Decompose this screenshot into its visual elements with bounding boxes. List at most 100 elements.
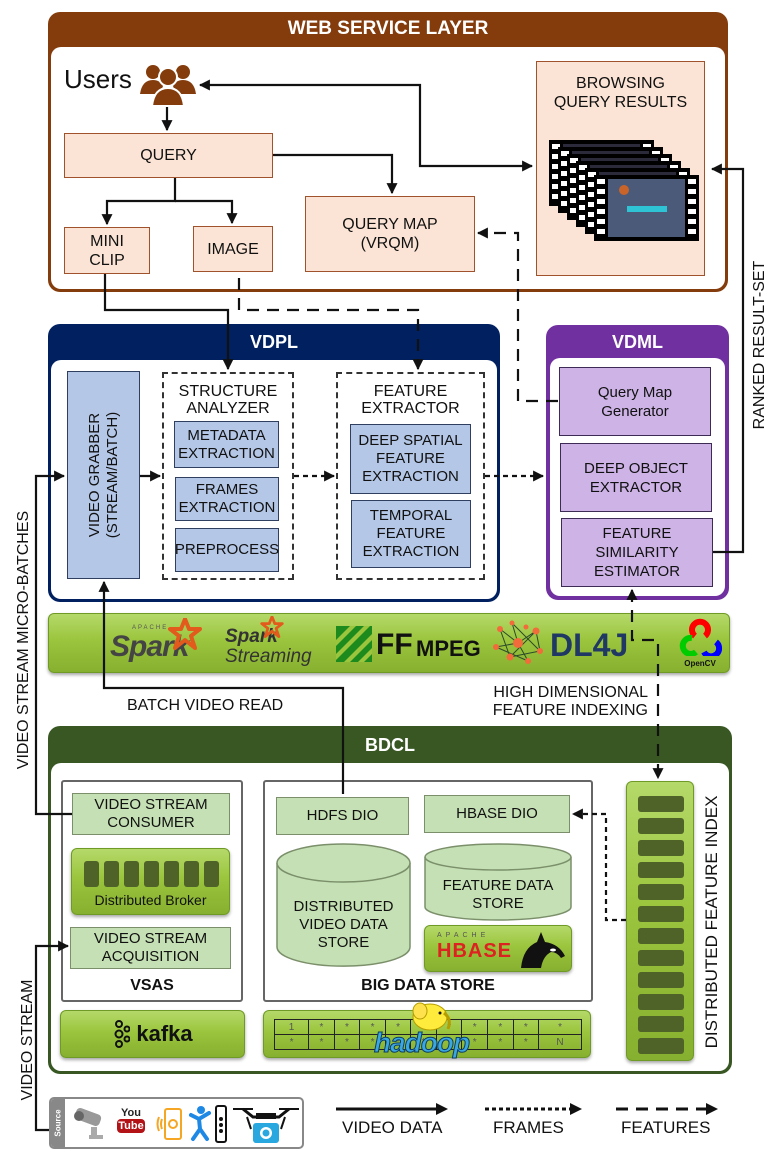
- feature-index-cell: [638, 796, 684, 812]
- deep-spatial-feature-box: DEEP SPATIAL FEATURE EXTRACTION: [350, 424, 471, 494]
- broker-partition-cell: [144, 861, 159, 887]
- broker-partition-cell: [124, 861, 139, 887]
- legend: VIDEO DATA FRAMES FEATURES: [330, 1100, 730, 1150]
- kafka-icon: [114, 1020, 131, 1048]
- spark-streaming-logo: Spark Streaming: [220, 616, 320, 670]
- kinect-sensor-icon: [215, 1105, 227, 1143]
- feature-index-cell: [638, 1038, 684, 1054]
- mini-clip-box: MINI CLIP: [64, 227, 150, 274]
- source-panel: Source You Tube: [49, 1097, 304, 1149]
- image-label: IMAGE: [207, 240, 259, 258]
- feature-index-cell: [638, 928, 684, 944]
- browsing-results-title: BROWSING QUERY RESULTS: [553, 75, 688, 111]
- high-dimensional-indexing-label: HIGH DIMENSIONAL FEATURE INDEXING: [492, 684, 648, 719]
- users-icon: [138, 60, 198, 107]
- hadoop-grid-cell: *: [384, 1034, 412, 1050]
- feature-index-cell: [638, 884, 684, 900]
- hadoop-grid-cell: *: [273, 1034, 310, 1050]
- orca-icon: [521, 932, 565, 968]
- structure-analyzer-title: STRUCTURE ANALYZER: [178, 383, 278, 417]
- legend-video-data-label: VIDEO DATA: [342, 1118, 443, 1137]
- hadoop-grid-cell: *: [333, 1034, 361, 1050]
- distributed-feature-index: [626, 781, 694, 1061]
- vdml-layer-title: VDML: [612, 332, 663, 352]
- distributed-video-data-store: DISTRIBUTED VIDEO DATA STORE: [276, 843, 411, 967]
- opencv-logo: OpenCV: [678, 618, 723, 668]
- apache-hbase-logo: APACHE HBASE: [424, 925, 572, 972]
- feature-index-cell: [638, 1016, 684, 1032]
- hbase-dio-box: HBASE DIO: [424, 795, 570, 833]
- opencv-icon: [679, 618, 723, 660]
- query-map-label: QUERY MAP: [342, 216, 438, 233]
- feature-similarity-estimator-box: FEATURE SIMILARITY ESTIMATOR: [561, 518, 713, 587]
- hadoop-grid-cell: *: [538, 1019, 582, 1035]
- query-map-box: QUERY MAP (VRQM): [305, 196, 475, 272]
- broker-partition-cell: [184, 861, 199, 887]
- structure-analyzer-group: STRUCTURE ANALYZER: [162, 372, 294, 580]
- hadoop-grid-cell: *: [487, 1019, 514, 1035]
- broker-partition-cell: [164, 861, 179, 887]
- image-box: IMAGE: [193, 226, 273, 272]
- hdfs-dio-box: HDFS DIO: [276, 797, 409, 835]
- legend-dotted-arrow: [485, 1103, 582, 1115]
- hadoop-grid-cell: *: [410, 1034, 437, 1050]
- temporal-feature-box: TEMPORAL FEATURE EXTRACTION: [351, 500, 471, 568]
- smartphone-icon: [156, 1108, 182, 1140]
- feature-index-cell: [638, 972, 684, 988]
- feature-index-cells: [638, 796, 684, 1054]
- distributed-feature-index-label: DISTRIBUTED FEATURE INDEX: [702, 795, 721, 1049]
- distributed-broker: Distributed Broker: [71, 848, 230, 915]
- video-stream-label: VIDEO STREAM: [19, 979, 36, 1101]
- big-data-store-title: BIG DATA STORE: [361, 977, 495, 994]
- kafka-logo: kafka: [60, 1010, 245, 1058]
- youtube-icon: You Tube: [117, 1107, 145, 1133]
- query-map-sublabel: (VRQM): [360, 235, 420, 252]
- feature-extractor-group: FEATURE EXTRACTOR: [336, 372, 485, 580]
- person-motion-icon: [189, 1106, 211, 1141]
- feature-extractor-title: FEATURE EXTRACTOR: [361, 383, 460, 417]
- broker-partition-cell: [84, 861, 99, 887]
- broker-partition-cell: [204, 861, 219, 887]
- legend-solid-arrow: [336, 1103, 448, 1115]
- drone-camera-icon: [233, 1107, 299, 1143]
- hadoop-grid-cell: *: [512, 1019, 540, 1035]
- users-label: Users: [64, 64, 132, 94]
- broker-partition-cell: [104, 861, 119, 887]
- feature-index-cell: [638, 994, 684, 1010]
- neural-network-icon: [493, 620, 543, 664]
- feature-index-cell: [638, 862, 684, 878]
- query-map-generator-box: Query Map Generator: [559, 367, 711, 436]
- query-label: QUERY: [140, 147, 197, 164]
- video-results-stack[interactable]: [549, 140, 699, 250]
- hadoop-grid-cell: N: [538, 1034, 582, 1050]
- feature-index-cell: [638, 818, 684, 834]
- preprocess-box: PREPROCESS: [175, 528, 279, 572]
- mini-clip-label: MINI CLIP: [89, 232, 125, 269]
- hadoop-grid-cell: *: [333, 1019, 361, 1035]
- legend-features-label: FEATURES: [621, 1118, 711, 1137]
- ranked-result-set-label: RANKED RESULT-SET: [751, 260, 768, 430]
- video-grabber-label: VIDEO GRABBER (STREAM/BATCH): [85, 411, 121, 539]
- hadoop-grid-cell: *: [461, 1034, 488, 1050]
- apache-spark-logo: APACHE Spark: [108, 618, 203, 668]
- video-stream-consumer-box: VIDEO STREAM CONSUMER: [72, 793, 230, 835]
- spark-streaming-star-icon: [260, 616, 284, 638]
- hadoop-grid-cell: *: [308, 1019, 335, 1035]
- dl4j-logo: DL4J: [490, 619, 630, 669]
- hadoop-elephant-icon: [406, 999, 452, 1038]
- legend-frames-label: FRAMES: [493, 1118, 564, 1137]
- feature-index-cell: [638, 906, 684, 922]
- legend-dashed-arrow: [616, 1103, 718, 1115]
- bdcl-layer-title: BDCL: [365, 735, 415, 755]
- spark-star-icon: [168, 618, 202, 650]
- ffmpeg-icon: [336, 626, 372, 662]
- source-tab: Source: [51, 1099, 65, 1147]
- browsing-results-box: BROWSING QUERY RESULTS: [536, 61, 705, 276]
- cctv-camera-icon: [74, 1108, 103, 1139]
- distributed-broker-label: Distributed Broker: [94, 892, 207, 908]
- deep-object-extractor-box: DEEP OBJECT EXTRACTOR: [560, 443, 712, 512]
- hadoop-grid-row: **********N: [273, 1034, 582, 1050]
- feature-index-cell: [638, 840, 684, 856]
- web-service-layer-title: WEB SERVICE LAYER: [287, 18, 489, 39]
- hadoop-logo: 1********************N hadoop: [263, 1002, 591, 1059]
